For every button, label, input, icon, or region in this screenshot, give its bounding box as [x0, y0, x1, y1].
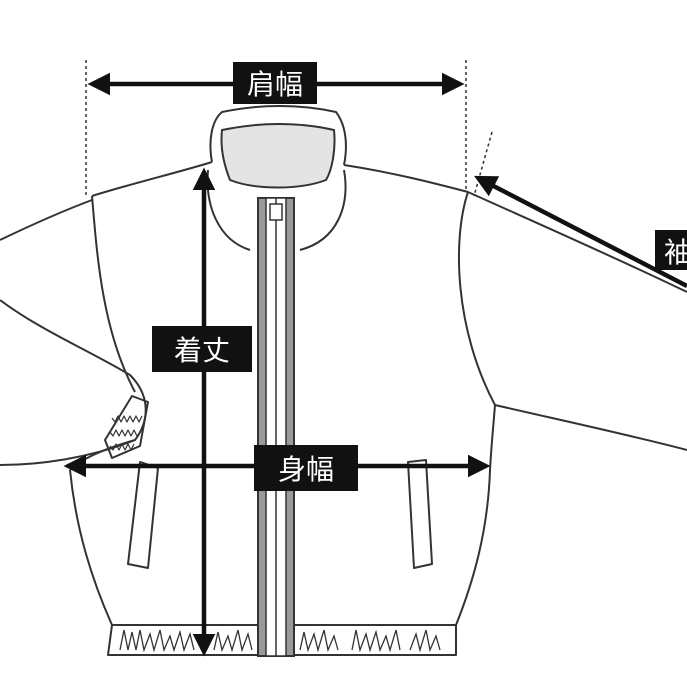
- sleeve-arrow: [474, 175, 687, 288]
- zipper: [257, 197, 295, 657]
- hem-ribbing: [119, 629, 441, 653]
- left-sleeve: [0, 199, 147, 466]
- right-shoulder: [343, 164, 469, 193]
- right-armhole-seam: [457, 191, 496, 406]
- label-sleeve-text: 袖: [664, 236, 687, 269]
- label-length: 着丈: [152, 326, 252, 372]
- label-shoulder: 肩幅: [233, 62, 317, 104]
- right-sleeve: [467, 191, 687, 451]
- right-pocket: [407, 459, 433, 569]
- left-shoulder: [91, 161, 213, 197]
- jacket-body-outline: [69, 469, 491, 626]
- label-chest: 身幅: [254, 445, 358, 491]
- label-shoulder-text: 肩幅: [247, 68, 303, 101]
- collar-inner: [220, 123, 336, 189]
- left-cuff: [104, 395, 149, 459]
- label-length-text: 着丈: [174, 334, 230, 367]
- jacket-outline: [0, 105, 687, 656]
- label-sleeve: 袖: [655, 230, 687, 270]
- zipper-pull: [269, 203, 283, 221]
- label-chest-text: 身幅: [278, 453, 334, 486]
- left-pocket: [127, 461, 159, 569]
- hem-band: [107, 624, 457, 656]
- left-armhole-seam: [91, 195, 136, 393]
